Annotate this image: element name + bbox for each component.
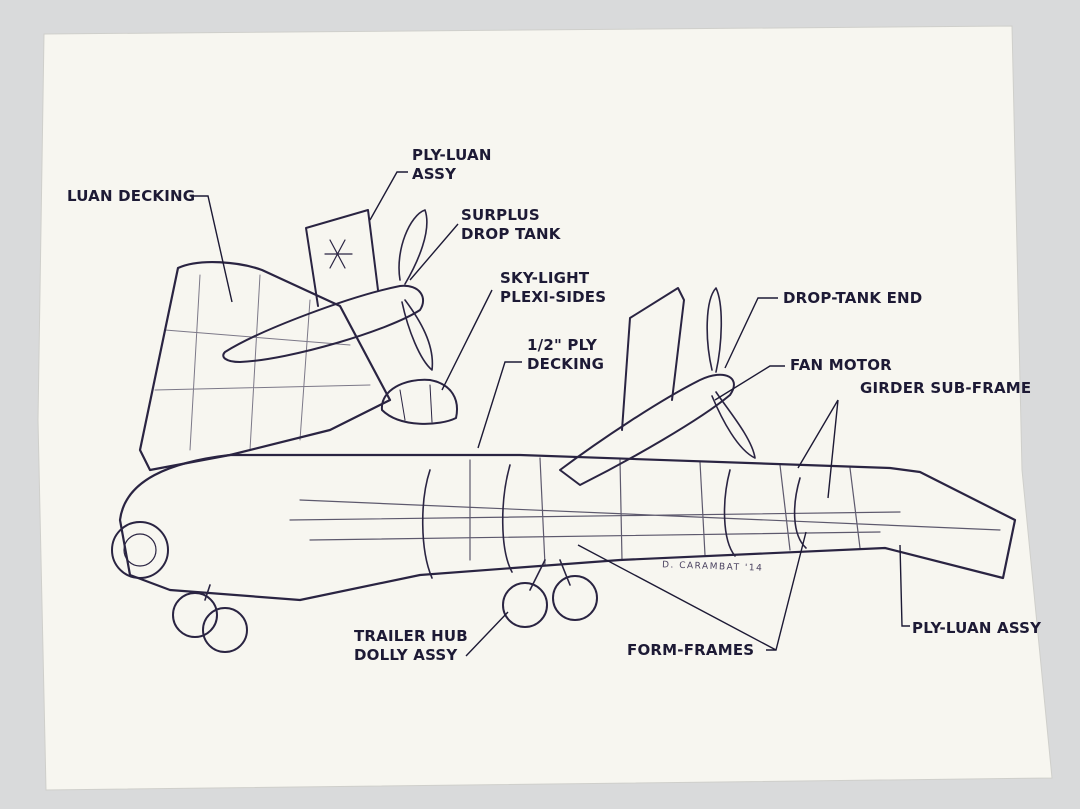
aircraft-sketch <box>111 209 1017 653</box>
label-sky-light: SKY-LIGHT PLEXI-SIDES <box>500 269 607 306</box>
label-ply-luan-assy-bottom: PLY-LUAN ASSY <box>912 619 1042 637</box>
label-luan-decking: LUAN DECKING <box>67 187 196 205</box>
intake <box>111 521 169 579</box>
wheel-right-1 <box>502 582 548 628</box>
propeller-lower <box>706 287 756 459</box>
wheel-left-1 <box>172 592 218 638</box>
form-frames-rings <box>421 464 807 579</box>
label-ply-decking: 1/2" PLY DECKING <box>527 336 605 373</box>
label-ply-luan-assy-top: PLY-LUAN ASSY <box>412 146 492 183</box>
label-surplus-drop-tank: SURPLUS DROP TANK <box>461 206 561 243</box>
label-drop-tank-end: DROP-TANK END <box>783 289 923 307</box>
skylight-canopy <box>380 378 458 425</box>
wheel-right-2 <box>552 575 598 621</box>
label-form-frames: FORM-FRAMES <box>627 641 755 659</box>
drop-tank-upper <box>222 284 425 363</box>
wheel-left-2 <box>202 607 248 653</box>
label-girder-sub-frame: GIRDER SUB-FRAME <box>860 379 1032 397</box>
label-trailer-hub: TRAILER HUB DOLLY ASSY <box>354 627 468 664</box>
leader-lines <box>190 171 910 657</box>
girder-frames <box>289 457 1001 566</box>
fin-lower <box>621 287 685 431</box>
propeller-upper <box>398 209 434 371</box>
tail-fin <box>138 260 392 472</box>
drop-tank-lower <box>559 373 735 486</box>
paper-sheet <box>37 25 1053 791</box>
fin-upper <box>305 209 379 307</box>
label-fan-motor: FAN MOTOR <box>790 356 892 374</box>
